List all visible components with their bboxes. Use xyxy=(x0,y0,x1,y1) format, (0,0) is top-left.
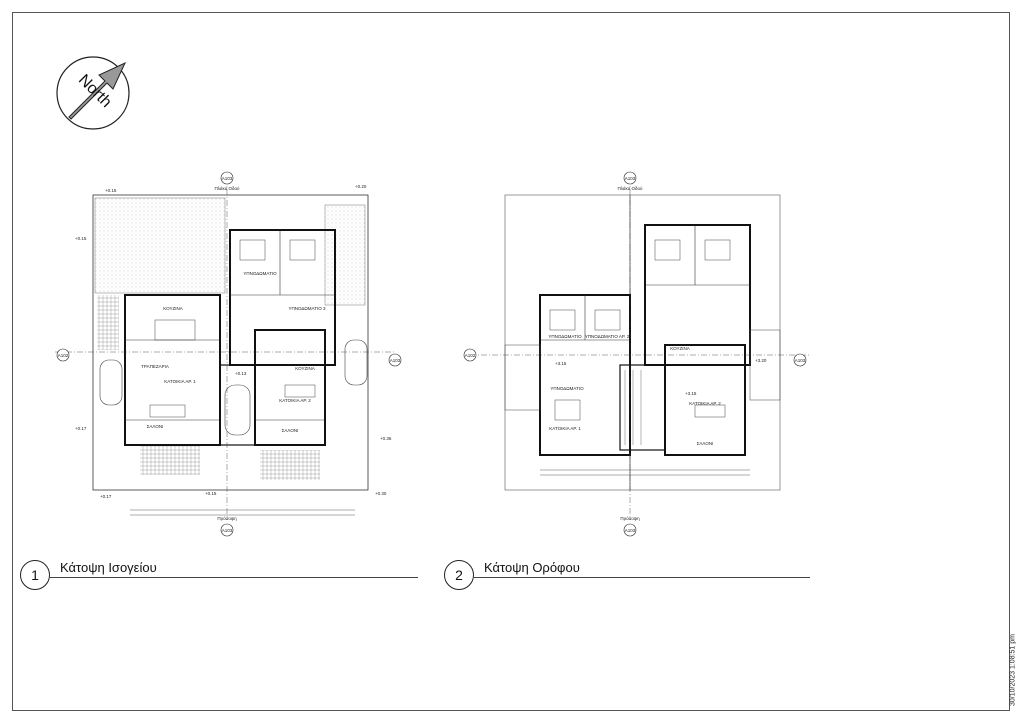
timestamp-text: 30/10/2023 1:08:51 pm xyxy=(1009,633,1017,707)
level-mark: +0.20 xyxy=(355,184,367,189)
upper-floor-plan: A103 A102 A103 A103 ΥΠΝΟΔΩΜΑΤΙΟ ΥΠΝΟΔΩΜΑ… xyxy=(455,170,830,540)
view-number: 2 xyxy=(444,560,474,590)
svg-text:A103: A103 xyxy=(390,358,401,363)
road-label: Πρόσοψη xyxy=(620,515,640,521)
level-mark: +0.17 xyxy=(100,494,112,499)
svg-text:A103: A103 xyxy=(222,528,233,533)
view-title-underline xyxy=(474,577,810,578)
room-label: ΚΟΥΖΙΝΑ xyxy=(670,346,689,351)
section-tag-top: A103 xyxy=(220,171,234,185)
room-label: ΚΑΤΟΙΚΙΑ ΑΡ. 2 xyxy=(279,398,311,403)
svg-text:A103: A103 xyxy=(222,176,233,181)
room-label: ΥΠΝΟΔΩΜΑΤΙΟ 3 xyxy=(289,306,326,311)
section-tag-right: A103 xyxy=(793,353,807,367)
room-label: ΚΑΤΟΙΚΙΑ ΑΡ. 1 xyxy=(549,426,581,431)
room-label: ΚΑΤΟΙΚΙΑ ΑΡ. 1 xyxy=(164,379,196,384)
section-tag-top: A103 xyxy=(623,171,637,185)
drawing-sheet xyxy=(12,12,1010,711)
road-label: Πλάκα Οδού xyxy=(617,185,643,191)
room-label: ΚΑΤΟΙΚΙΑ ΑΡ. 2 xyxy=(689,401,721,406)
north-arrow-icon: North xyxy=(55,55,131,131)
view-title-upper: 2 Κάτοψη Ορόφου xyxy=(444,560,814,600)
room-label: ΚΟΥΖΙΝΑ xyxy=(163,306,182,311)
section-tag-bottom: A103 xyxy=(623,523,637,537)
level-mark: +0.15 xyxy=(205,491,217,496)
road-label: Πλάκα Οδού xyxy=(214,185,240,191)
svg-text:A103: A103 xyxy=(625,528,636,533)
level-mark: +0.30 xyxy=(375,491,387,496)
room-label: ΥΠΝΟΔΩΜΑΤΙΟ xyxy=(550,386,584,391)
road-label: Πρόσοψη xyxy=(217,515,237,521)
level-mark: +3.15 xyxy=(555,361,567,366)
view-title-ground: 1 Κάτοψη Ισογείου xyxy=(20,560,420,600)
room-label: ΣΑΛΟΝΙ xyxy=(282,428,299,433)
ground-floor-plan: A103 A102 A103 A103 ΚΟΥΖΙΝΑ ΤΡΑΠΕΖΑΡΙΑ Κ… xyxy=(55,170,420,540)
level-mark: +0.15 xyxy=(75,236,87,241)
room-label: ΥΠΝΟΔΩΜΑΤΙΟ xyxy=(548,334,582,339)
room-label: ΣΑΛΟΝΙ xyxy=(697,441,714,446)
svg-text:A103: A103 xyxy=(795,358,806,363)
level-mark: +3.15 xyxy=(685,391,697,396)
view-name: Κάτοψη Ορόφου xyxy=(484,560,580,575)
print-timestamp: 30/10/2023 1:08:51 pm xyxy=(1003,630,1023,710)
svg-text:A102: A102 xyxy=(58,353,69,358)
svg-text:A102: A102 xyxy=(465,353,476,358)
level-mark: +0.15 xyxy=(105,188,117,193)
view-number: 1 xyxy=(20,560,50,590)
level-mark: +0.17 xyxy=(75,426,87,431)
level-mark: +0.13 xyxy=(235,371,247,376)
level-mark: +3.20 xyxy=(755,358,767,363)
level-mark: +0.36 xyxy=(380,436,392,441)
view-name: Κάτοψη Ισογείου xyxy=(60,560,157,575)
room-label: ΚΟΥΖΙΝΑ xyxy=(295,366,314,371)
section-tag-left: A102 xyxy=(56,348,70,362)
room-label: ΤΡΑΠΕΖΑΡΙΑ xyxy=(141,364,169,369)
section-tag-bottom: A103 xyxy=(220,523,234,537)
room-label: ΥΠΝΟΔΩΜΑΤΙΟ xyxy=(243,271,277,276)
view-title-underline xyxy=(50,577,418,578)
svg-text:A103: A103 xyxy=(625,176,636,181)
section-tag-left: A102 xyxy=(463,348,477,362)
room-label: ΣΑΛΟΝΙ xyxy=(147,424,164,429)
room-label: ΥΠΝΟΔΩΜΑΤΙΟ ΑΡ. 2 xyxy=(585,334,630,339)
section-tag-right: A103 xyxy=(388,353,402,367)
